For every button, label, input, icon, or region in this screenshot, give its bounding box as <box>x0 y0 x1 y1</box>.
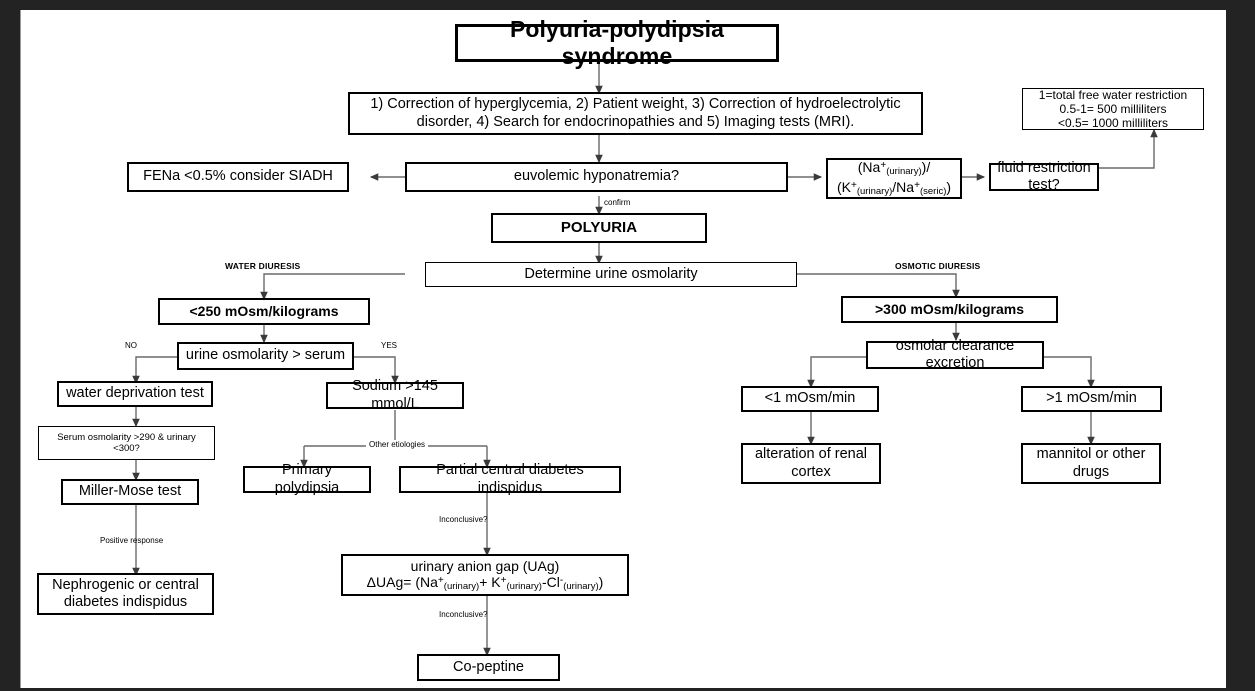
node-low-osmolarity: <250 mOsm/kilograms <box>158 298 370 325</box>
uag-formula: ΔUAg= (Na+(urinary)+ K+(urinary)-Cl-(uri… <box>366 574 604 593</box>
node-urinary-anion-gap: urinary anion gap (UAg) ΔUAg= (Na+(urina… <box>341 554 629 596</box>
node-sodium-145: Sodium >145 mmol/L <box>326 378 464 412</box>
legend-line-1: 1=total free water restriction <box>1038 87 1188 102</box>
node-legend-water-restriction: 1=total free water restriction 0.5-1= 50… <box>1022 88 1204 130</box>
edge-label-inconclusive-1: Inconclusive? <box>439 515 488 524</box>
edge-label-positive-response: Positive response <box>100 536 164 545</box>
node-urine-osmolarity-gt-serum: urine osmolarity > serum <box>177 342 354 370</box>
node-fluid-restriction-test: fluid restriction test? <box>989 159 1099 193</box>
node-primary-polydipsia: Primary polydipsia <box>243 462 371 496</box>
node-initial-workup-text: 1) Correction of hyperglycemia, 2) Patie… <box>370 96 901 130</box>
node-gt1-text: >1 mOsm/min <box>1046 390 1137 407</box>
node-nephrogenic-text: Nephrogenic or central diabetes indispid… <box>52 576 199 610</box>
node-miller-mose-test: Miller-Mose test <box>61 479 199 505</box>
node-water-deprivation-test: water deprivation test <box>57 381 213 407</box>
node-low-osmolarity-text: <250 mOsm/kilograms <box>189 303 339 320</box>
node-renal-cortex-alteration: alteration of renal cortex <box>741 443 881 484</box>
edge-label-other-etiologies: Other etiologies <box>366 440 429 449</box>
node-partial-central-text: Partial central diabetes indispidus <box>436 462 584 496</box>
node-title: Polyuria-polydipsia syndrome <box>455 16 779 69</box>
node-polyuria-text: POLYURIA <box>560 219 638 237</box>
flowchart-canvas: Polyuria-polydipsia syndrome 1) Correcti… <box>20 10 1226 688</box>
node-renal-cortex-text: alteration of renal cortex <box>754 446 868 480</box>
edge-label-water-diuresis: WATER DIURESIS <box>225 261 301 271</box>
node-mannitol-drugs: mannitol or other drugs <box>1021 443 1161 484</box>
node-urine-gt-serum-text: urine osmolarity > serum <box>185 347 346 364</box>
node-fena-siadh: FENa <0.5% consider SIADH <box>127 162 349 192</box>
node-mannitol-text: mannitol or other drugs <box>1036 446 1146 480</box>
edge-label-confirm: confirm <box>604 198 631 207</box>
node-fena-text: FENa <0.5% consider SIADH <box>143 168 333 185</box>
edge-label-osmotic-diuresis: OSMOTIC DIURESIS <box>895 261 981 271</box>
node-serum-osm-query-text: Serum osmolarity >290 & urinary <300? <box>57 431 196 454</box>
node-high-osmolarity: >300 mOsm/kilograms <box>841 296 1058 323</box>
node-lt1-mosm-min: <1 mOsm/min <box>741 386 879 412</box>
node-water-deprivation-text: water deprivation test <box>66 385 204 402</box>
ratio-denominator: (K+(urinary)/Na+(seric)) <box>836 178 952 197</box>
node-osmolar-clearance-text: osmolar clearance excretion <box>895 337 1015 371</box>
node-miller-mose-text: Miller-Mose test <box>78 483 182 500</box>
node-initial-workup: 1) Correction of hyperglycemia, 2) Patie… <box>348 92 923 135</box>
legend-line-3: <0.5= 1000 milliliters <box>1057 116 1169 131</box>
node-fluid-restriction-text: fluid restriction test? <box>997 159 1091 193</box>
node-copeptine-text: Co-peptine <box>453 658 524 675</box>
ratio-formula: (Na+(urinary))/ (K+(urinary)/Na+(seric)) <box>837 159 951 197</box>
node-euvolemic-hyponatremia: euvolemic hyponatremia? <box>405 162 788 192</box>
node-sodium-potassium-ratio: (Na+(urinary))/ (K+(urinary)/Na+(seric)) <box>826 158 962 199</box>
node-partial-central-di: Partial central diabetes indispidus <box>399 462 621 496</box>
legend-line-2: 0.5-1= 500 milliliters <box>1059 101 1167 116</box>
node-determine-osmolarity-text: Determine urine osmolarity <box>524 265 698 282</box>
node-sodium-text: Sodium >145 mmol/L <box>352 378 438 412</box>
node-nephrogenic-central-di: Nephrogenic or central diabetes indispid… <box>37 573 214 615</box>
node-serum-osmolarity-query: Serum osmolarity >290 & urinary <300? <box>38 426 215 460</box>
edge-label-yes: YES <box>381 341 398 350</box>
node-polyuria: POLYURIA <box>491 213 707 243</box>
node-high-osmolarity-text: >300 mOsm/kilograms <box>874 301 1025 318</box>
node-osmolar-clearance: osmolar clearance excretion <box>866 337 1044 371</box>
node-title-text: Polyuria-polydipsia syndrome <box>509 15 725 69</box>
node-lt1-text: <1 mOsm/min <box>764 390 856 407</box>
node-gt1-mosm-min: >1 mOsm/min <box>1021 386 1162 412</box>
uag-line-1: urinary anion gap (UAg) <box>410 557 560 574</box>
ratio-numerator: (Na+(urinary))/ <box>857 159 931 178</box>
node-euvolemic-text: euvolemic hyponatremia? <box>513 168 680 185</box>
edge-label-inconclusive-2: Inconclusive? <box>439 610 488 619</box>
edge-label-no: NO <box>125 341 137 350</box>
node-copeptine: Co-peptine <box>417 654 560 681</box>
node-determine-urine-osmolarity: Determine urine osmolarity <box>425 262 797 287</box>
node-primary-polydipsia-text: Primary polydipsia <box>274 462 340 496</box>
